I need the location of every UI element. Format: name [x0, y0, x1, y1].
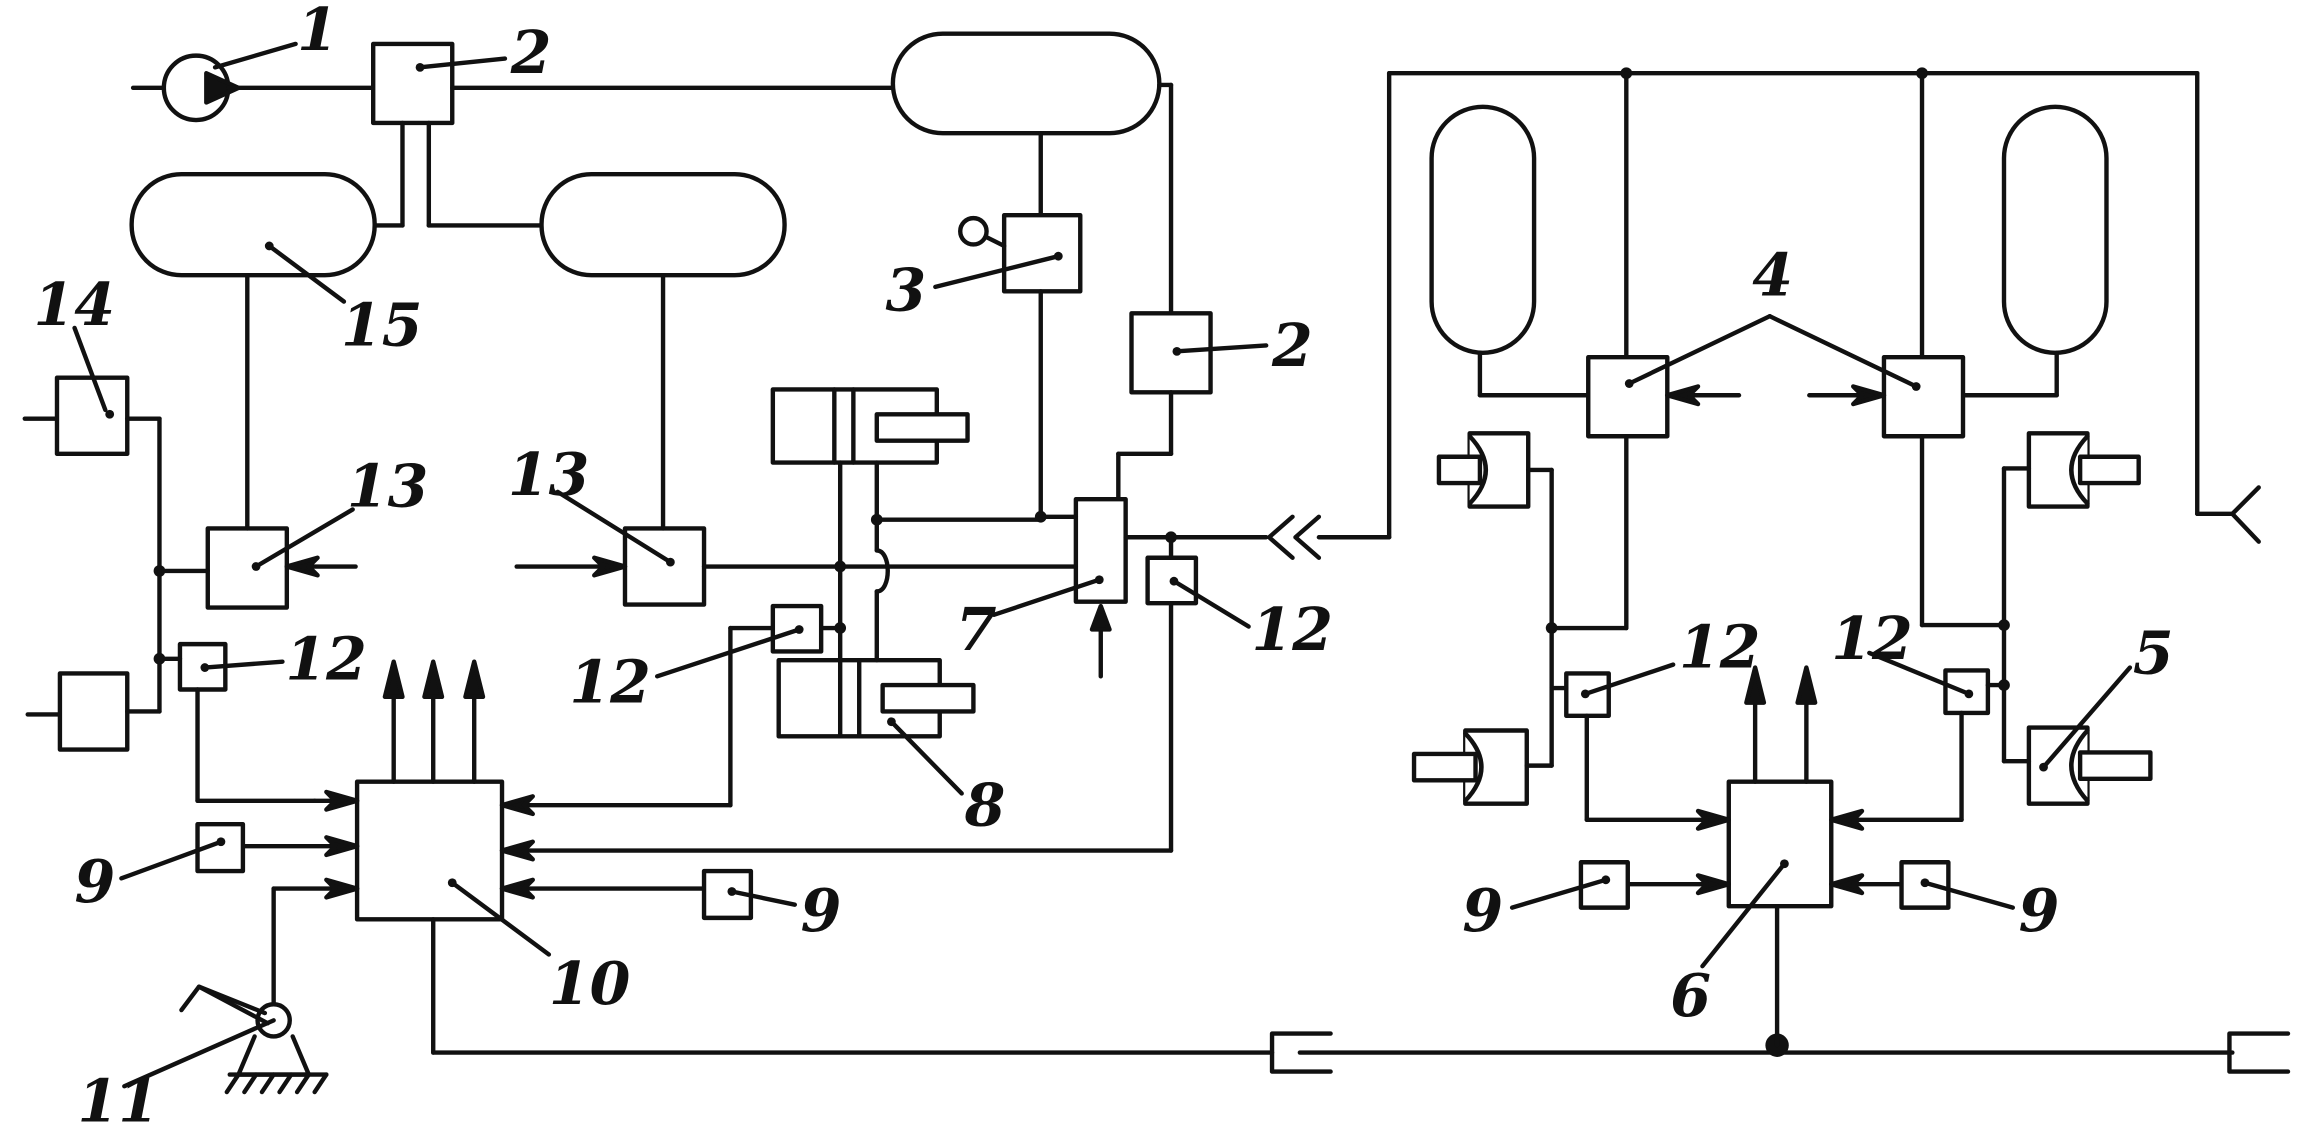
callout-11: 11	[77, 1066, 158, 1135]
callout-9-trailer-left: 9	[1462, 876, 1503, 945]
trailer-brake-chamber-upper-right	[2026, 431, 2141, 509]
brake-chamber-lower	[776, 658, 976, 739]
electrical-connector-right	[2227, 1031, 2291, 1074]
wheel-sensor-9-left	[195, 821, 246, 874]
receiver-middle	[539, 172, 787, 278]
brake-valve-left	[205, 526, 358, 610]
callout-12-trailer-left: 12	[1679, 613, 1760, 682]
callout-10: 10	[549, 949, 631, 1018]
trailer-receiver-left	[1429, 104, 1537, 355]
callout-13-left: 13	[347, 452, 428, 521]
callout-12-left: 12	[285, 624, 366, 693]
trailer-brake-chamber-lower-left	[1411, 728, 1529, 806]
callout-9-middle: 9	[801, 876, 842, 945]
trailer-brake-chamber-upper-left	[1436, 431, 1531, 509]
callout-3: 3	[886, 255, 927, 324]
callout-15: 15	[341, 290, 422, 359]
receiver-top	[890, 31, 1162, 136]
pressure-regulator-right	[1129, 311, 1213, 395]
electrical-connector-left	[1269, 1031, 1333, 1074]
relay-valve-right	[1807, 354, 1966, 439]
trailer-receiver-right	[2001, 104, 2109, 355]
callout-2-right: 2	[1271, 311, 1313, 380]
receiver-15	[129, 172, 377, 278]
control-unit-10-input-arrows-right	[499, 794, 1174, 900]
callout-7: 7	[956, 595, 997, 664]
trailer-control-unit-6	[1726, 779, 1834, 909]
sensor-12-right	[1145, 555, 1199, 606]
callout-6: 6	[1670, 961, 1711, 1030]
valve-lower-left	[25, 671, 162, 752]
callout-14: 14	[34, 270, 115, 339]
control-unit-10-input-arrows-left	[240, 789, 360, 900]
compressor	[130, 53, 376, 123]
callout-4: 4	[1752, 241, 1793, 310]
leader-lines	[72, 41, 2133, 1089]
control-unit-10-output-arrows	[382, 659, 486, 784]
callout-1: 1	[297, 0, 338, 64]
callout-2-top: 2	[510, 18, 552, 87]
brake-valve-right	[514, 526, 707, 607]
trailer-control-unit-output-arrows	[1744, 665, 1818, 784]
brake-pedal	[179, 886, 329, 1095]
callout-12-middle: 12	[569, 648, 650, 717]
callout-13-right: 13	[508, 440, 589, 509]
pressure-gauge	[958, 212, 1083, 294]
brake-chamber-upper	[770, 387, 970, 465]
trailer-control-unit-input-arrows	[1625, 808, 1904, 896]
trailer-brake-chamber-lower-right	[2026, 725, 2153, 806]
pressure-regulator-top	[370, 41, 455, 126]
callout-5: 5	[2133, 618, 2174, 687]
coupling-head	[1266, 514, 1322, 560]
trailer-rear-outlet	[2195, 485, 2261, 544]
valve-14	[22, 375, 162, 457]
callout-9-trailer-right: 9	[2019, 876, 2060, 945]
control-unit-10	[354, 779, 505, 922]
callout-12-right: 12	[1252, 595, 1333, 664]
callout-12-trailer-right: 12	[1831, 604, 1912, 673]
callout-8: 8	[964, 771, 1006, 840]
callout-9-left: 9	[75, 847, 116, 916]
